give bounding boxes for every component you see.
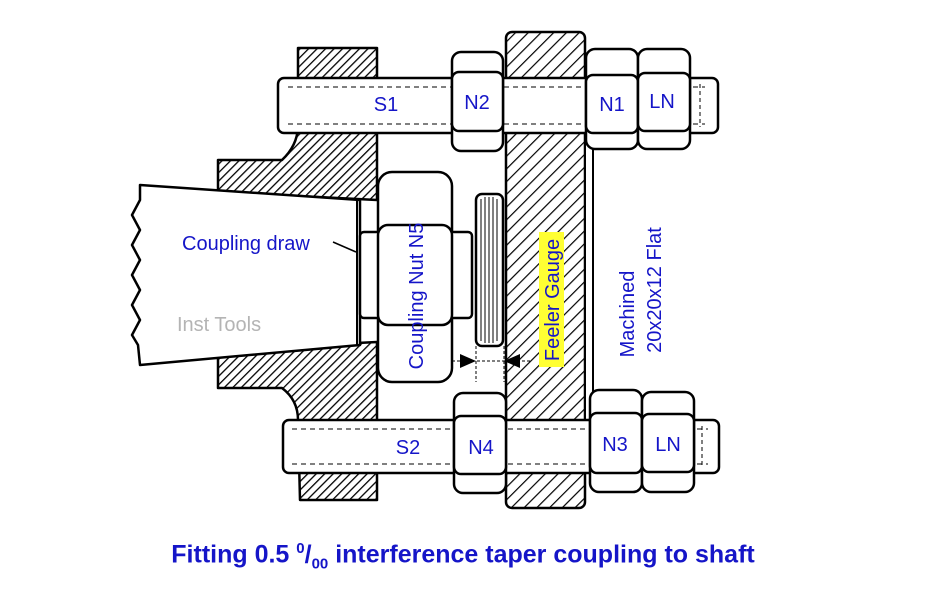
nut-ln-top [636,47,692,151]
label-coupling-nut: Coupling Nut N5 [406,223,428,370]
feeler-gauge-highlight [539,232,564,367]
label-s1: S1 [374,94,398,116]
caption-slash: / [304,540,312,569]
label-machined-size: 20x20x12 Flat [644,227,666,353]
caption-sup: 0 [296,540,305,557]
feeler-gauge-ribs [480,197,498,343]
caption-part1: Fitting 0.5 [171,540,297,569]
shaft [130,183,362,367]
nut-n3 [588,388,644,494]
nut-n4 [452,391,508,495]
label-n1: N1 [599,94,625,116]
machined-flat-block [584,119,594,421]
label-machined: Machined [617,271,639,358]
label-n4: N4 [468,437,494,459]
label-ln-bottom: LN [655,434,681,456]
nut-n2 [450,50,505,153]
figure-caption: Fitting 0.5 0/00 interference taper coup… [0,540,926,572]
coupling-draw-leader [332,241,357,253]
label-n2: N2 [464,92,490,114]
label-feeler-gauge: Feeler Gauge [542,239,564,361]
watermark: Inst Tools [177,314,261,336]
coupling-nut-core [376,223,454,327]
label-coupling-draw: Coupling draw [182,233,310,255]
caption-sub: 00 [311,555,329,573]
gap-indicator [452,346,530,382]
label-s2: S2 [396,437,420,459]
label-n3: N3 [602,434,628,456]
label-ln-top: LN [649,91,675,113]
nut-ln-bottom [640,390,696,494]
caption-part2: interference taper coupling to shaft [328,540,755,569]
